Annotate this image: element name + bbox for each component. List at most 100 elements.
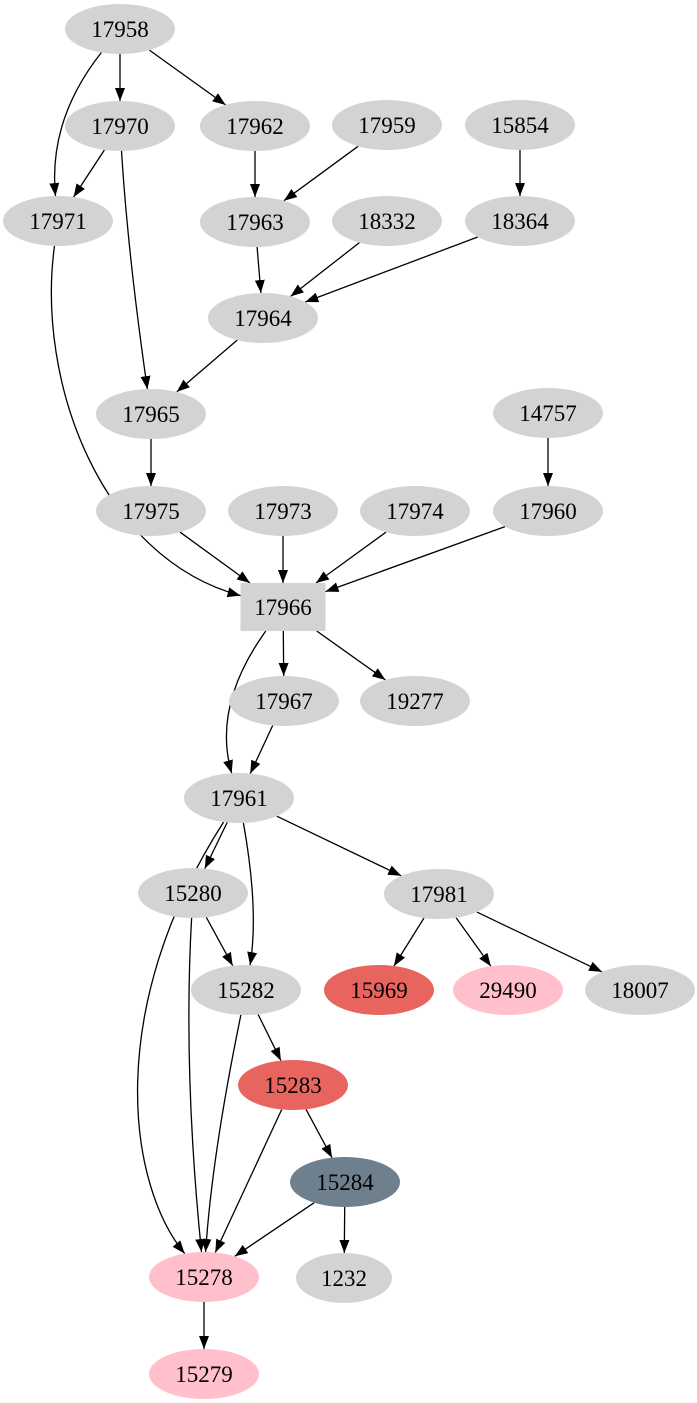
- node-ellipse-shape: [332, 100, 442, 150]
- node-label: 17958: [91, 17, 149, 42]
- graph-node-17961: 17961: [184, 773, 294, 823]
- graph-node-15282: 15282: [191, 965, 301, 1015]
- edge-17958-17962: [149, 49, 226, 106]
- graph-node-17966: 17966: [240, 583, 326, 631]
- graph-node-29490: 29490: [453, 965, 563, 1015]
- graph-node-15279: 15279: [149, 1349, 259, 1399]
- edge-17981-18007: [476, 911, 603, 973]
- node-label: 17962: [226, 114, 284, 139]
- edge-17981-29490: [455, 917, 492, 967]
- graph-node-17967: 17967: [229, 676, 339, 726]
- edge-17970-17965: [120, 150, 151, 390]
- node-label: 17974: [386, 499, 444, 524]
- edge-18364-17964: [305, 236, 478, 303]
- node-label: 15282: [217, 978, 275, 1003]
- node-ellipse-shape: [290, 1157, 400, 1207]
- edge-17971-17966: [50, 245, 241, 598]
- graph-node-15283: 15283: [238, 1060, 348, 1110]
- edge-17966-19277: [316, 630, 386, 681]
- node-label: 17963: [226, 210, 284, 235]
- node-ellipse-shape: [149, 1349, 259, 1399]
- edge-15280-15282: [205, 916, 234, 967]
- graph-node-18364: 18364: [465, 196, 575, 246]
- edge-17967-17961: [249, 725, 274, 774]
- graph-node-15854: 15854: [465, 100, 575, 150]
- node-ellipse-shape: [360, 676, 470, 726]
- graph-node-1232: 1232: [296, 1253, 392, 1303]
- node-ellipse-shape: [228, 486, 338, 536]
- edge-15280-15278: [188, 917, 206, 1253]
- node-ellipse-shape: [360, 486, 470, 536]
- node-ellipse-shape: [465, 100, 575, 150]
- node-label: 17961: [210, 786, 268, 811]
- node-ellipse-shape: [65, 4, 175, 54]
- graph-node-17960: 17960: [493, 486, 603, 536]
- node-ellipse-shape: [200, 197, 310, 247]
- node-label: 17966: [254, 595, 312, 620]
- node-ellipse-shape: [96, 486, 206, 536]
- node-label: 15278: [175, 1265, 233, 1290]
- node-label: 17967: [255, 689, 313, 714]
- graph-node-15278: 15278: [149, 1252, 259, 1302]
- node-ellipse-shape: [184, 773, 294, 823]
- graph-node-15969: 15969: [324, 965, 434, 1015]
- node-label: 17965: [122, 402, 180, 427]
- node-ellipse-shape: [324, 965, 434, 1015]
- node-label: 17971: [29, 209, 87, 234]
- edge-17959-17963: [283, 145, 359, 202]
- node-label: 17959: [358, 113, 416, 138]
- node-label: 14757: [519, 401, 577, 426]
- edge-17974-17966: [315, 531, 387, 584]
- graph-node-17959: 17959: [332, 100, 442, 150]
- edge-17958-17971: [49, 52, 102, 197]
- node-ellipse-shape: [229, 676, 339, 726]
- node-ellipse-shape: [238, 1060, 348, 1110]
- edge-17960-17966: [325, 525, 506, 593]
- graph-node-17962: 17962: [200, 101, 310, 151]
- edge-15284-15278: [234, 1202, 315, 1257]
- node-ellipse-shape: [96, 389, 206, 439]
- node-ellipse-shape: [585, 965, 695, 1015]
- node-label: 15279: [175, 1362, 233, 1387]
- graph-node-19277: 19277: [360, 676, 470, 726]
- nodes-layer: 17958 17970 17962 17959 15854 17971 17963 18332…: [3, 4, 695, 1399]
- node-label: 17970: [91, 114, 149, 139]
- graph-node-17965: 17965: [96, 389, 206, 439]
- node-label: 17964: [234, 306, 292, 331]
- node-ellipse-shape: [3, 196, 113, 246]
- graph-node-17964: 17964: [208, 293, 318, 343]
- node-ellipse-shape: [191, 965, 301, 1015]
- edge-17964-17965: [176, 339, 238, 393]
- graph-node-15280: 15280: [138, 868, 248, 918]
- node-label: 1232: [321, 1266, 367, 1291]
- graph-node-18332: 18332: [332, 196, 442, 246]
- node-ellipse-shape: [200, 101, 310, 151]
- node-label: 17973: [254, 499, 312, 524]
- graph-node-17974: 17974: [360, 486, 470, 536]
- node-label: 15283: [264, 1073, 322, 1098]
- node-ellipse-shape: [149, 1252, 259, 1302]
- edge-17963-17964: [254, 246, 265, 294]
- node-ellipse-shape: [296, 1253, 392, 1303]
- node-label: 18332: [358, 209, 416, 234]
- edge-15283-15278: [214, 1109, 283, 1253]
- node-label: 18364: [491, 209, 549, 234]
- node-label: 29490: [479, 978, 537, 1003]
- edge-17961-15280: [204, 822, 228, 869]
- edge-17975-17966: [179, 531, 251, 584]
- node-ellipse-shape: [465, 196, 575, 246]
- graph-node-17958: 17958: [65, 4, 175, 54]
- edge-17961-17981: [276, 815, 402, 877]
- node-label: 17981: [410, 882, 468, 907]
- edge-18332-17964: [290, 242, 360, 297]
- graph-node-17973: 17973: [228, 486, 338, 536]
- node-label: 15284: [316, 1170, 374, 1195]
- node-ellipse-shape: [493, 486, 603, 536]
- node-ellipse-shape: [65, 101, 175, 151]
- edge-15282-15278: [201, 1014, 242, 1253]
- node-label: 15969: [350, 978, 408, 1003]
- node-label: 18007: [611, 978, 669, 1003]
- graph-node-18007: 18007: [585, 965, 695, 1015]
- graph-node-17975: 17975: [96, 486, 206, 536]
